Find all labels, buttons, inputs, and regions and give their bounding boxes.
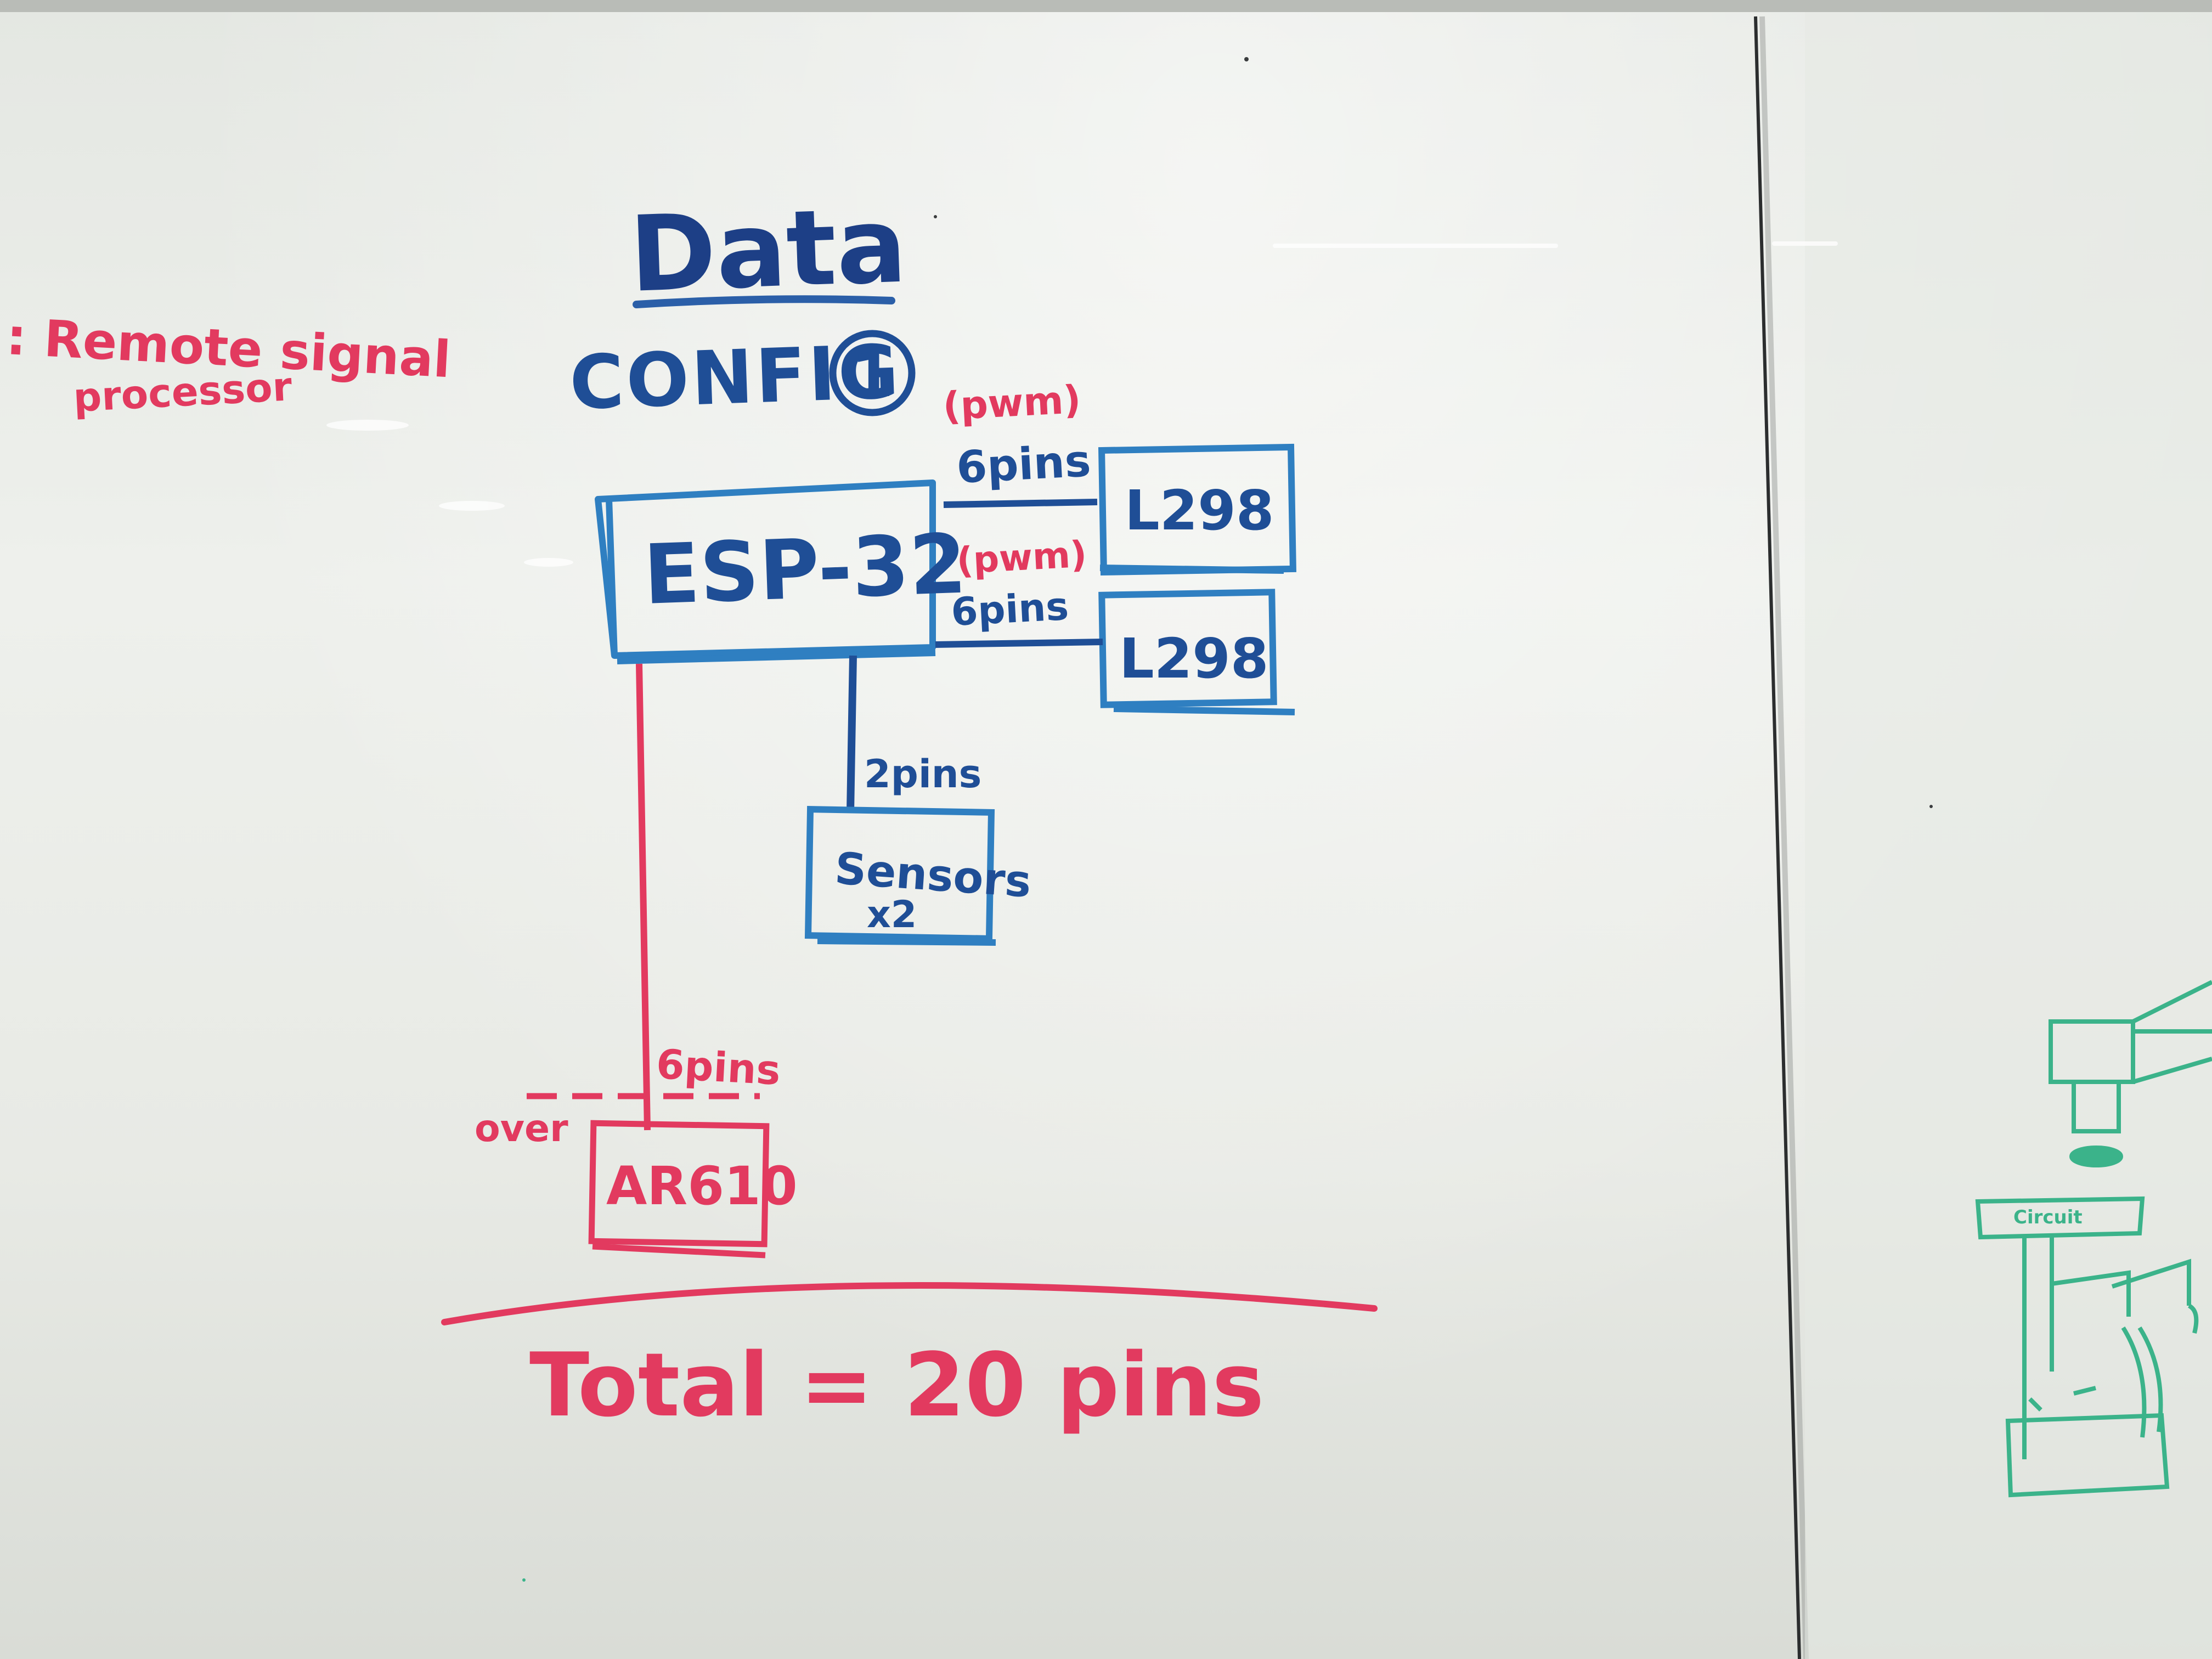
esp32-to-l298-bottom-wire: [935, 639, 1103, 648]
esp32-to-sensors-wire: [847, 655, 857, 812]
sensors-label-line2: x2: [867, 893, 917, 936]
top-pins-label: 6pins: [955, 435, 1092, 493]
sensors-block: [804, 806, 996, 946]
esp32-label: ESP-32: [642, 517, 968, 623]
ar610-block: [588, 1120, 770, 1259]
bottom-pins-label: 6pins: [950, 584, 1070, 635]
top-pwm-label: (pwm): [942, 377, 1082, 429]
l298-top-block: [1098, 443, 1296, 576]
total-label: Total = 20 pins: [529, 1334, 1264, 1436]
title-underline: [633, 295, 895, 308]
green-circuit-sketch: [1975, 980, 2212, 1498]
l298-top-label: L298: [1125, 478, 1274, 543]
sensor-pins-label: 2pins: [864, 752, 981, 797]
config-number: 1: [851, 340, 894, 410]
diagram-title: Data: [628, 184, 909, 315]
sensors-label-line1: Sensors: [833, 843, 1033, 907]
panel-seam: [1754, 16, 1801, 1659]
l298-bottom-block: [1098, 589, 1295, 715]
stray-marks: [522, 57, 1933, 1582]
bottom-pwm-label: (pwm): [956, 533, 1088, 582]
esp32-block: [595, 479, 936, 664]
panel-seam-shadow: [1759, 16, 1809, 1659]
ar610-over-label: over: [475, 1107, 568, 1150]
right-panel: [1805, 12, 2212, 1659]
config-number-circle: [829, 330, 916, 416]
board-top-frame: [0, 0, 2212, 12]
esp32-to-ar610-wire: [636, 663, 651, 1131]
ar610-label: AR610: [606, 1155, 798, 1217]
sketch-label: Circuit: [2013, 1206, 2083, 1228]
l298-bottom-label: L298: [1119, 627, 1268, 691]
ar610-pins-label: 6pins: [655, 1041, 782, 1094]
glare-reflections: [326, 241, 1838, 567]
side-note-line2: processor: [72, 363, 293, 421]
esp32-to-l298-top-wire: [943, 499, 1098, 508]
total-divider-line: [441, 1282, 1378, 1325]
